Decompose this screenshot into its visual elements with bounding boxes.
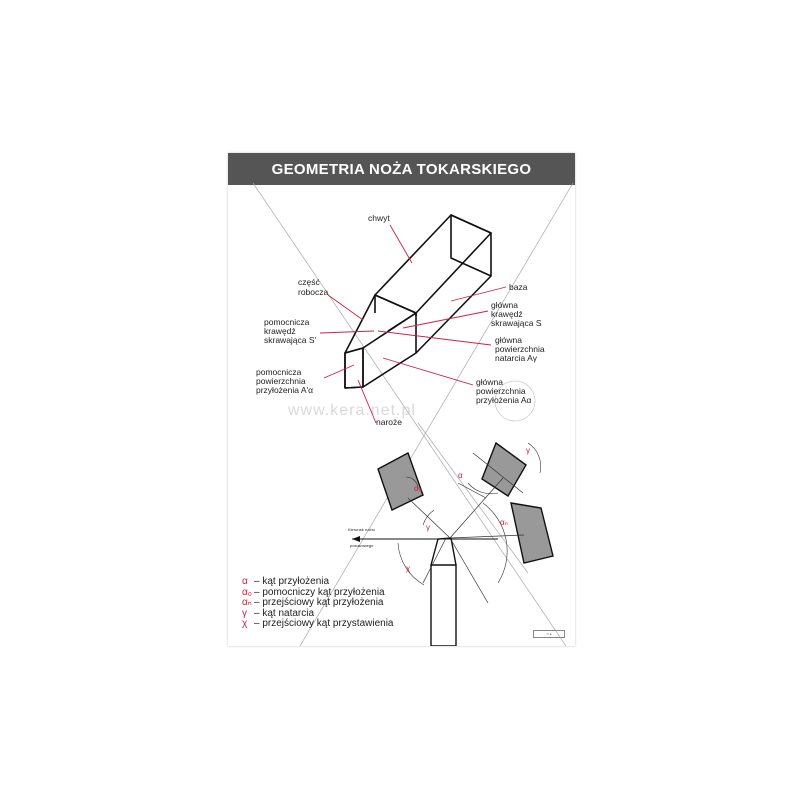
guide-lines [252,182,574,646]
label-baza: baza [509,282,528,292]
label-pom-przyl-3: przyłożenia A'α [256,385,313,395]
part-labels: chwyt część robocza pomocnicza krawędź s… [256,213,545,427]
leader-chwyt [389,224,413,264]
leader-czesc-robocza [327,294,364,321]
label-gl-kraw-2: krawędź [491,309,523,319]
arc-section-top [527,442,541,474]
leader-naroze [357,379,377,424]
label-chwyt: chwyt [368,213,390,223]
label-czesc-1: część [298,277,320,287]
leader-glowna-przylozenia [382,357,474,386]
label-kierunek-2: posuwowego [350,543,374,548]
rake-edge [387,312,417,332]
legend-text: – przejściowy kąt przyłożenia [254,597,384,608]
section-top [481,441,527,497]
section-left [377,452,424,511]
section-right [510,502,554,564]
ref-line-3 [449,534,525,539]
label-pom-przyl-1: pomocnicza [256,367,302,377]
page-title: GEOMETRIA NOŻA TOKARSKIEGO [271,160,532,178]
mark-alpha: α [458,471,463,480]
watermark: www.kera.net.pl [287,402,416,419]
legend-item: αₙ– przejściowy kąt przyłożenia [242,597,462,609]
leader-glowna-krawedz [402,310,489,329]
legend-symbol: χ [242,618,248,629]
leader-glowna-natarcia [377,330,492,346]
head-top-face [344,294,417,354]
legend-item: χ – przejściowy kąt przystawienia [242,618,462,630]
label-pom-kraw-1: pomocnicza [264,317,310,327]
label-pom-kraw-2: krawędź [264,326,296,336]
mark-alphan: αₙ [500,518,508,527]
leader-pomocnicza-krawedz [319,330,375,334]
legend-item: γ – kąt natarcia [242,607,462,620]
legend-text: – pomocniczy kąt przyłożenia [254,586,385,598]
legend-symbol: α [242,576,248,587]
publisher-logo: ▭ ▸ [533,630,565,638]
leader-pomocnicza-przylozenia [323,364,355,379]
watermark-seal [494,380,536,422]
mark-gamma: γ [426,523,430,532]
mark-chi: χ [406,564,411,573]
title-bar: GEOMETRIA NOŻA TOKARSKIEGO [228,153,575,185]
arc-top [467,482,499,495]
label-gl-nat-3: natarcia Aγ [495,353,538,363]
label-kierunek-1: Kierunek ruchu [348,527,375,532]
ref-line-7 [457,482,487,499]
poster: GEOMETRIA NOŻA TOKARSKIEGO www.kera.net.… [228,153,575,646]
ref-line-1 [449,477,504,539]
mark-alpha0: α₀ [414,484,422,493]
label-gl-kraw-1: główna [491,300,518,310]
label-gl-nat-1: główna [495,335,522,345]
legend-symbol: α₀ [242,586,252,598]
guide-line-b [299,182,574,646]
diagram-canvas: www.kera.net.pl [252,182,574,646]
label-naroze: naroże [376,417,402,427]
label-pom-kraw-3: skrawająca S' [264,335,317,345]
ref-line-2 [407,497,451,539]
shank-end-face [450,214,492,277]
label-czesc-2: robocza [298,287,329,297]
angle-diagram: Kierunek ruchu posuwowego α α₀ αₙ γ χ γ [348,441,554,646]
lathe-tool-3d [344,214,492,389]
label-gl-nat-2: powierzchnia [495,344,545,354]
legend-symbol: γ [242,607,247,619]
shank-bottom-edge [415,275,492,354]
label-gl-przyl-3: przyłożenia Aα [476,395,532,405]
legend-item: α – kąt przyłożenia [242,576,462,588]
ref-line-4 [449,537,489,604]
guide-line-a [252,182,567,646]
feed-arrow [352,536,498,542]
label-gl-przyl-1: główna [476,377,503,387]
legend-text: – kąt przyłożenia [254,576,330,587]
legend-text: – przejściowy kąt przystawienia [254,618,394,629]
label-gl-kraw-3: skrawająca S [491,318,542,328]
bottom-edge [344,386,364,389]
label-pom-przyl-2: powierzchnia [256,376,306,386]
mark-gamma-top: γ [526,446,530,455]
tool-body-lower [430,564,457,646]
leader-lines [319,224,507,424]
arc-right [482,502,508,584]
leader-baza [450,286,507,302]
arc-section-left [405,476,419,490]
ref-line-6 [472,452,524,494]
legend-symbol: αₙ [242,597,252,608]
guide-line-c [417,422,529,574]
arc-gamma [422,509,435,526]
ref-line-5 [422,537,447,584]
legend-item: α₀– pomocniczy kąt przyłożenia [242,586,462,599]
legend-text: – kąt natarcia [254,607,315,619]
arc-chi [397,542,425,586]
head-side-face [362,313,417,388]
label-gl-przyl-2: powierzchnia [476,386,526,396]
